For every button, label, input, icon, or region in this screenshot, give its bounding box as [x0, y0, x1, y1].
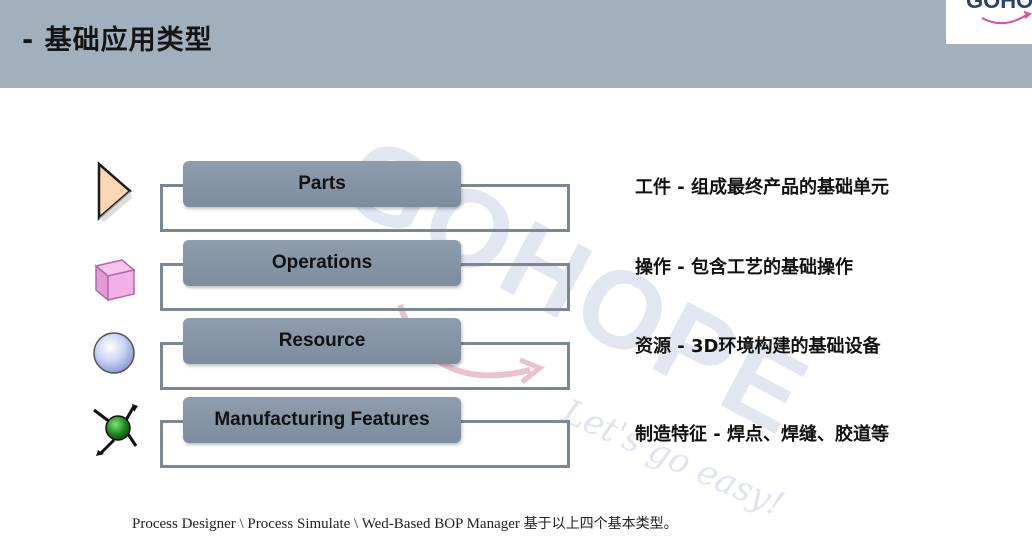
- type-description-parts: 工件 - 组成最终产品的基础单元: [635, 177, 890, 198]
- logo: GOHOPE: [946, 0, 1032, 44]
- type-pill-operations: Operations: [183, 240, 461, 286]
- logo-swoosh-icon: [981, 11, 1032, 25]
- blue-sphere-resource-icon: [93, 332, 135, 374]
- logo-text: GOHOPE: [966, 0, 1032, 13]
- footer-note: Process Designer \ Process Simulate \ We…: [132, 513, 678, 533]
- footer-note-text: 基于以上四个基本类型。: [523, 516, 678, 532]
- type-pill-resource: Resource: [183, 318, 461, 364]
- type-pill-parts: Parts: [183, 161, 461, 207]
- type-description-operations: 操作 - 包含工艺的基础操作: [635, 257, 854, 278]
- watermark-slogan: Let's go easy!: [555, 391, 789, 525]
- footer-products: Process Designer \ Process Simulate \ We…: [132, 516, 524, 532]
- type-description-resource: 资源 - 3D环境构建的基础设备: [635, 336, 881, 357]
- header-bar: [0, 0, 1032, 88]
- type-pill-manufacturing-features: Manufacturing Features: [183, 397, 461, 443]
- type-description-manufacturing-features: 制造特征 - 焊点、焊缝、胶道等: [635, 424, 890, 445]
- triangle-part-icon: [97, 161, 132, 222]
- green-weld-point-icon: [93, 404, 138, 456]
- pink-cube-operation-icon: [94, 259, 136, 302]
- page-title: - 基础应用类型: [22, 25, 213, 56]
